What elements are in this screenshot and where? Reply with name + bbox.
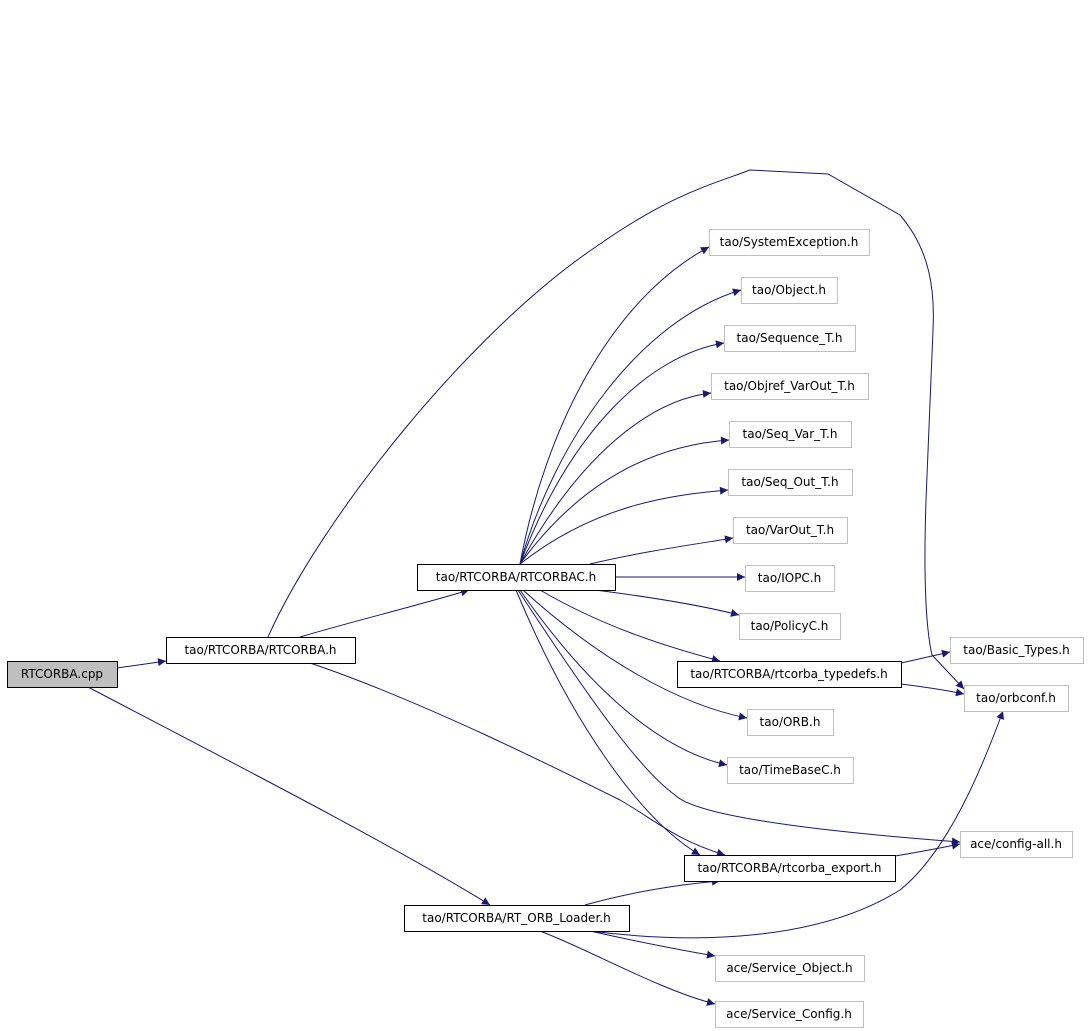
edge-rtcorbac_h-to-systemexception_h bbox=[519, 246, 710, 565]
node-label: tao/Seq_Out_T.h bbox=[741, 475, 838, 489]
node-box bbox=[727, 757, 854, 784]
node-label: tao/RTCORBA/RTCORBAC.h bbox=[436, 570, 596, 584]
node-label: ace/config-all.h bbox=[970, 837, 1062, 851]
node-box bbox=[684, 855, 896, 882]
node-sequence_t_h: tao/Sequence_T.h bbox=[724, 325, 856, 352]
edge-rt_orb_loader_h-to-rtcorba_export_h bbox=[584, 877, 721, 906]
node-basic_types_h: tao/Basic_Types.h bbox=[950, 637, 1084, 664]
node-timebasec_h: tao/TimeBaseC.h bbox=[727, 757, 854, 784]
nodes-layer: RTCORBA.cpp tao/RTCORBA/RTCORBA.h tao/RTCO… bbox=[7, 229, 1084, 1028]
node-label: tao/Basic_Types.h bbox=[963, 643, 1069, 657]
node-label: tao/RTCORBA/rtcorba_export.h bbox=[698, 861, 882, 875]
node-box bbox=[709, 229, 870, 256]
node-label: ace/Service_Object.h bbox=[726, 961, 852, 975]
node-box bbox=[964, 685, 1069, 712]
node-seq_var_t_h: tao/Seq_Var_T.h bbox=[729, 421, 852, 448]
edge-rt_orb_loader_h-to-service_config_h bbox=[539, 930, 716, 1006]
node-label: tao/RTCORBA/RT_ORB_Loader.h bbox=[422, 911, 610, 925]
edge-rtcorbac_h-to-object_h bbox=[519, 288, 742, 565]
node-box bbox=[7, 661, 118, 688]
node-box bbox=[739, 613, 841, 640]
edge-rtcorbac_h-to-objref_varout_t_h bbox=[519, 389, 712, 565]
edge-rtcorbac_h-to-config_all_h bbox=[517, 589, 961, 846]
node-object_h: tao/Object.h bbox=[741, 277, 838, 304]
node-box bbox=[166, 637, 356, 664]
node-label: tao/SystemException.h bbox=[720, 235, 859, 249]
node-box bbox=[729, 421, 852, 448]
edge-rtcorbac_h-to-orb_h bbox=[522, 589, 748, 721]
node-service_object_h: ace/Service_Object.h bbox=[715, 955, 865, 982]
node-label: RTCORBA.cpp bbox=[21, 667, 103, 681]
node-rtcorba_export_h[interactable]: tao/RTCORBA/rtcorba_export.h bbox=[684, 855, 896, 882]
node-label: tao/RTCORBA/RTCORBA.h bbox=[184, 643, 336, 657]
node-box bbox=[728, 469, 853, 496]
node-label: tao/IOPC.h bbox=[758, 571, 821, 585]
node-box bbox=[745, 565, 835, 592]
node-rtcorba_cpp[interactable]: RTCORBA.cpp bbox=[7, 661, 118, 688]
node-orb_h: tao/ORB.h bbox=[747, 709, 834, 736]
node-label: tao/Seq_Var_T.h bbox=[743, 427, 838, 441]
node-objref_varout_t_h: tao/Objref_VarOut_T.h bbox=[711, 373, 869, 400]
edge-rtcorbac_h-to-sequence_t_h bbox=[519, 340, 725, 565]
node-label: tao/orbconf.h bbox=[976, 691, 1056, 705]
node-systemexception_h: tao/SystemException.h bbox=[709, 229, 870, 256]
edge-rtcorbac_h-to-rtcorba_typedefs_h bbox=[539, 589, 721, 663]
node-varout_t_h: tao/VarOut_T.h bbox=[733, 517, 848, 544]
node-label: tao/Objref_VarOut_T.h bbox=[724, 379, 855, 393]
node-config_all_h: ace/config-all.h bbox=[960, 831, 1073, 858]
edge-rtcorbac_h-to-policyc_h bbox=[594, 589, 740, 617]
node-box bbox=[404, 905, 630, 932]
node-box bbox=[733, 517, 848, 544]
node-box bbox=[741, 277, 838, 304]
node-box bbox=[417, 564, 616, 591]
edge-rtcorbac_h-to-rtcorba_export_h bbox=[515, 589, 701, 856]
node-orbconf_h: tao/orbconf.h bbox=[964, 685, 1069, 712]
edge-rtcorba_h-to-orbconf_h bbox=[267, 169, 965, 690]
node-label: tao/RTCORBA/rtcorba_typedefs.h bbox=[690, 667, 887, 681]
edges-layer bbox=[87, 169, 1004, 1006]
node-rtcorbac_h[interactable]: tao/RTCORBA/RTCORBAC.h bbox=[417, 564, 616, 591]
node-label: tao/PolicyC.h bbox=[751, 619, 829, 633]
edge-rtcorba_export_h-to-config_all_h bbox=[894, 841, 961, 857]
edge-rtcorba_cpp-to-rtcorba_h bbox=[116, 658, 167, 669]
node-label: tao/VarOut_T.h bbox=[746, 523, 834, 537]
node-box bbox=[960, 831, 1073, 858]
node-rtcorba_h[interactable]: tao/RTCORBA/RTCORBA.h bbox=[166, 637, 356, 664]
edge-rtcorbac_h-to-timebasec_h bbox=[519, 589, 728, 768]
node-label: tao/Sequence_T.h bbox=[737, 331, 843, 345]
edge-rtcorbac_h-to-seq_out_t_h bbox=[519, 486, 729, 565]
node-label: tao/TimeBaseC.h bbox=[739, 763, 841, 777]
edge-rtcorbac_h-to-varout_t_h bbox=[589, 535, 734, 565]
edge-rtcorba_h-to-rtcorbac_h bbox=[299, 588, 470, 638]
node-label: tao/ORB.h bbox=[760, 715, 821, 729]
node-box bbox=[677, 661, 902, 688]
node-label: ace/Service_Config.h bbox=[726, 1007, 852, 1021]
node-seq_out_t_h: tao/Seq_Out_T.h bbox=[728, 469, 853, 496]
node-policyc_h: tao/PolicyC.h bbox=[739, 613, 841, 640]
edge-rtcorba_h-to-rtcorba_export_h bbox=[309, 662, 726, 857]
node-box bbox=[724, 325, 856, 352]
edge-rtcorba_cpp-to-rt_orb_loader_h bbox=[87, 686, 491, 906]
node-service_config_h: ace/Service_Config.h bbox=[715, 1001, 864, 1028]
node-box bbox=[715, 1001, 864, 1028]
node-rt_orb_loader_h[interactable]: tao/RTCORBA/RT_ORB_Loader.h bbox=[404, 905, 630, 932]
node-box bbox=[950, 637, 1084, 664]
edge-rt_orb_loader_h-to-orbconf_h bbox=[589, 710, 1004, 939]
edge-rtcorba_typedefs_h-to-basic_types_h bbox=[900, 649, 951, 664]
node-label: tao/Object.h bbox=[752, 283, 826, 297]
node-box bbox=[711, 373, 869, 400]
node-box bbox=[715, 955, 865, 982]
edge-rt_orb_loader_h-to-service_object_h bbox=[589, 930, 716, 959]
edge-rtcorba_typedefs_h-to-orbconf_h bbox=[900, 683, 965, 697]
edge-rtcorbac_h-to-seq_var_t_h bbox=[519, 436, 730, 565]
node-iopc_h: tao/IOPC.h bbox=[745, 565, 835, 592]
node-rtcorba_typedefs_h[interactable]: tao/RTCORBA/rtcorba_typedefs.h bbox=[677, 661, 902, 688]
node-box bbox=[747, 709, 834, 736]
